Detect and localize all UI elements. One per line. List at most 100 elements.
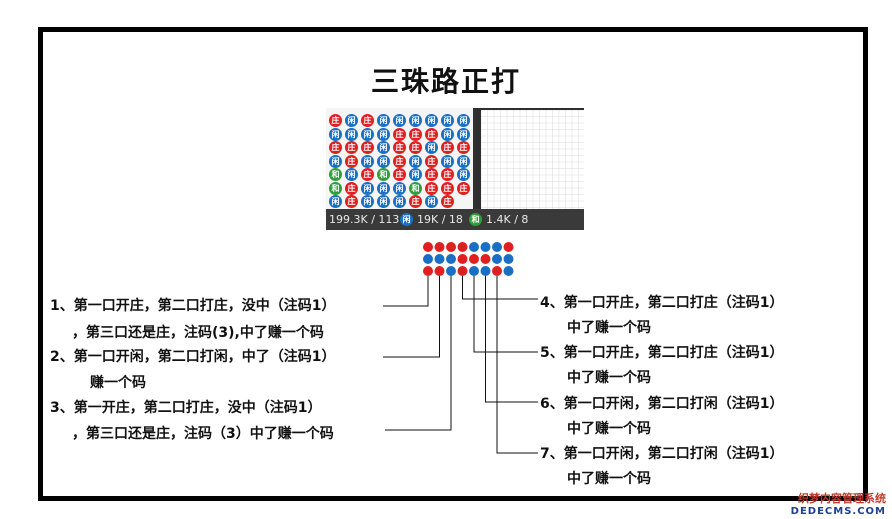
bead-3-5: 闲 xyxy=(409,154,422,168)
bead-4-2: 庄 xyxy=(361,168,374,181)
bead-3-4: 庄 xyxy=(393,154,406,168)
bead-2-2: 庄 xyxy=(361,141,374,154)
bead-3-0: 闲 xyxy=(329,154,342,168)
dot-2-4 xyxy=(469,266,479,276)
connector-7 xyxy=(496,276,538,454)
dot-2-5 xyxy=(480,266,491,276)
annotation-2-line2: 赚一个码 xyxy=(90,375,146,391)
bead-3-3: 闲 xyxy=(377,154,390,168)
bead-5-6: 庄 xyxy=(425,181,438,195)
bead-4-5: 闲 xyxy=(409,168,422,181)
bead-4-8: 闲 xyxy=(457,168,470,181)
bead-5-5: 和 xyxy=(409,181,422,195)
bead-1-2: 闲 xyxy=(361,127,374,141)
watermark: 织梦内容管理系统 DEDECMS.COM xyxy=(791,490,886,517)
bead-3-2: 闲 xyxy=(361,154,374,168)
watermark-line1: 织梦内容管理系统 xyxy=(798,492,886,505)
dot-0-2 xyxy=(446,242,456,252)
bead-3-7: 闲 xyxy=(441,154,454,168)
connector-6 xyxy=(485,276,538,403)
bead-0-6: 闲 xyxy=(425,114,438,127)
dot-1-6 xyxy=(492,254,502,264)
tie-icon: 和 xyxy=(469,213,482,226)
bead-4-7: 庄 xyxy=(441,168,454,181)
dot-0-6 xyxy=(492,242,502,252)
bead-0-2: 庄 xyxy=(361,114,374,127)
bead-6-1: 庄 xyxy=(345,195,358,208)
bead-1-5: 庄 xyxy=(409,127,422,141)
bead-6-6: 闲 xyxy=(425,195,438,208)
dot-1-3 xyxy=(457,254,468,264)
bead-3-6: 庄 xyxy=(425,154,438,168)
annotation-1-line2: ，第三口还是庄，注码(3),中了赚一个码 xyxy=(72,325,324,341)
diagram-frame xyxy=(38,27,868,501)
annotation-4-line2: 中了赚一个码 xyxy=(567,320,651,336)
dot-2-2 xyxy=(446,266,456,276)
connector-3 xyxy=(385,276,452,431)
dot-1-5 xyxy=(480,254,491,264)
connector-4 xyxy=(462,276,538,300)
bead-1-4: 庄 xyxy=(393,127,406,141)
tie-stats: 1.4K / 8 xyxy=(486,213,529,226)
dot-1-2 xyxy=(446,254,456,264)
bead-0-3: 闲 xyxy=(377,114,390,127)
dot-0-3 xyxy=(457,242,468,252)
bead-5-2: 闲 xyxy=(361,181,374,195)
annotation-4-line1: 4、第一口开庄，第二口打庄（注码1） xyxy=(540,295,784,311)
bead-0-4: 闲 xyxy=(393,114,406,127)
bead-6-7: 庄 xyxy=(441,195,454,208)
bead-6-0: 闲 xyxy=(329,195,342,208)
connector-5 xyxy=(473,276,538,353)
bead-4-6: 庄 xyxy=(425,168,438,181)
connector-1 xyxy=(383,276,429,307)
bead-4-1: 闲 xyxy=(345,168,358,181)
annotation-1-line1: 1、第一口开庄，第二口打庄，没中（注码1） xyxy=(50,298,336,314)
bead-1-3: 闲 xyxy=(377,127,390,141)
annotation-3-line1: 3、第一开庄，第二口打庄，没中（注码1） xyxy=(50,400,322,416)
bead-5-8: 庄 xyxy=(457,181,470,195)
bead-1-1: 闲 xyxy=(345,127,358,141)
bead-0-8: 闲 xyxy=(457,114,470,127)
bead-6-2: 闲 xyxy=(361,195,374,208)
bead-0-1: 闲 xyxy=(345,114,358,127)
bead-4-3: 和 xyxy=(377,168,390,181)
big-road-grid xyxy=(481,110,584,209)
bead-2-7: 庄 xyxy=(441,141,454,154)
bead-2-8: 庄 xyxy=(457,141,470,154)
bead-0-0: 庄 xyxy=(329,114,342,127)
watermark-line2: DEDECMS.COM xyxy=(790,506,886,517)
dot-2-3 xyxy=(457,266,468,276)
bead-1-6: 庄 xyxy=(425,127,438,141)
bead-5-1: 庄 xyxy=(345,181,358,195)
player-stats: 19K / 18 xyxy=(417,213,463,226)
bead-3-8: 闲 xyxy=(457,154,470,168)
bead-1-0: 闲 xyxy=(329,127,342,141)
bead-6-3: 闲 xyxy=(377,195,390,208)
bead-2-1: 庄 xyxy=(345,141,358,154)
bead-2-5: 庄 xyxy=(409,141,422,154)
bead-1-7: 闲 xyxy=(441,127,454,141)
bead-6-5: 庄 xyxy=(409,195,422,208)
bead-2-6: 闲 xyxy=(425,141,438,154)
dot-0-4 xyxy=(469,242,479,252)
bead-6-4: 闲 xyxy=(393,195,406,208)
dot-2-7 xyxy=(503,266,514,276)
bead-4-0: 和 xyxy=(329,168,342,181)
big-road-svg xyxy=(481,110,584,209)
bead-5-4: 闲 xyxy=(393,181,406,195)
connector-2 xyxy=(383,276,440,358)
bead-5-0: 和 xyxy=(329,181,342,195)
bead-5-3: 闲 xyxy=(377,181,390,195)
dot-2-0 xyxy=(423,266,433,276)
bead-5-7: 庄 xyxy=(441,181,454,195)
annotation-7-line2: 中了赚一个码 xyxy=(567,471,651,487)
annotation-5-line2: 中了赚一个码 xyxy=(567,370,651,386)
dot-0-7 xyxy=(503,242,514,252)
annotation-2-line1: 2、第一口开闲，第二口打闲，中了（注码1） xyxy=(50,349,336,365)
dot-0-0 xyxy=(423,242,433,252)
dot-2-6 xyxy=(492,266,502,276)
annotation-6-line1: 6、第一口开闲，第二口打闲（注码1） xyxy=(540,396,784,412)
dot-2-1 xyxy=(434,266,445,276)
dot-0-5 xyxy=(480,242,491,252)
annotation-3-line2: ，第三口还是庄，注码（3）中了赚一个码 xyxy=(72,426,334,442)
